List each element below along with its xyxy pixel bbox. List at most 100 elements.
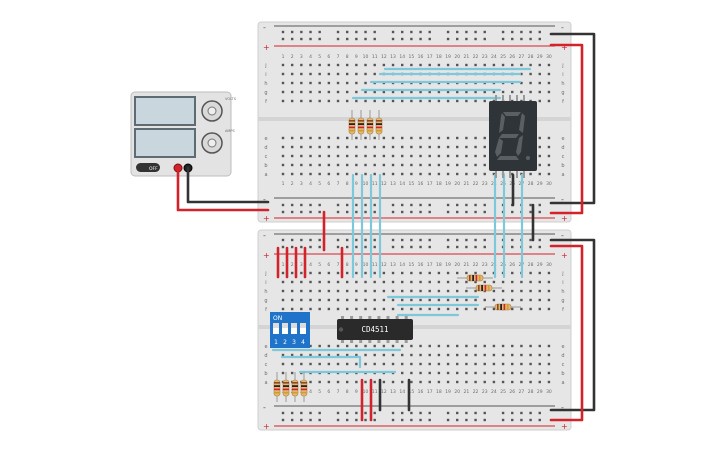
rail-hole[interactable] <box>511 238 514 242</box>
breadboard-hole[interactable] <box>501 371 505 375</box>
breadboard-hole[interactable] <box>300 280 303 284</box>
breadboard-hole[interactable] <box>336 344 340 348</box>
breadboard-hole[interactable] <box>327 163 331 167</box>
breadboard-hole[interactable] <box>281 99 285 103</box>
breadboard-hole[interactable] <box>318 154 321 158</box>
breadboard-hole[interactable] <box>364 344 367 348</box>
breadboard-hole[interactable] <box>437 362 441 366</box>
rail-hole[interactable] <box>309 30 312 34</box>
breadboard-hole[interactable] <box>465 298 468 302</box>
breadboard-hole[interactable] <box>520 353 523 357</box>
breadboard-hole[interactable] <box>529 380 532 384</box>
breadboard-hole[interactable] <box>345 380 349 384</box>
breadboard-hole[interactable] <box>327 298 331 302</box>
rail-hole[interactable] <box>373 37 376 41</box>
breadboard-hole[interactable] <box>355 271 358 275</box>
rail-hole[interactable] <box>410 411 413 415</box>
rail-hole[interactable] <box>419 418 422 422</box>
rail-hole[interactable] <box>355 418 358 422</box>
breadboard-hole[interactable] <box>547 344 551 348</box>
breadboard-hole[interactable] <box>318 145 321 149</box>
breadboard-hole[interactable] <box>428 172 431 176</box>
rail-hole[interactable] <box>456 411 459 415</box>
breadboard-hole[interactable] <box>373 307 376 311</box>
breadboard-hole[interactable] <box>300 362 303 366</box>
rail-hole[interactable] <box>300 30 303 34</box>
breadboard-hole[interactable] <box>538 154 541 158</box>
breadboard-hole[interactable] <box>410 344 413 348</box>
breadboard-hole[interactable] <box>446 371 450 375</box>
breadboard-hole[interactable] <box>355 289 358 293</box>
breadboard-hole[interactable] <box>465 362 468 366</box>
breadboard-hole[interactable] <box>520 307 523 311</box>
breadboard-hole[interactable] <box>309 307 312 311</box>
breadboard-hole[interactable] <box>364 307 367 311</box>
breadboard-hole[interactable] <box>437 172 441 176</box>
breadboard-hole[interactable] <box>309 362 312 366</box>
breadboard-hole[interactable] <box>547 371 551 375</box>
resistor[interactable] <box>357 110 365 140</box>
breadboard-hole[interactable] <box>355 344 358 348</box>
breadboard-hole[interactable] <box>318 280 321 284</box>
breadboard-hole[interactable] <box>446 145 450 149</box>
breadboard-hole[interactable] <box>456 362 459 366</box>
breadboard-hole[interactable] <box>327 271 331 275</box>
breadboard-hole[interactable] <box>428 353 431 357</box>
breadboard-hole[interactable] <box>465 145 468 149</box>
breadboard-hole[interactable] <box>391 271 395 275</box>
rail-hole[interactable] <box>300 411 303 415</box>
breadboard-hole[interactable] <box>492 380 496 384</box>
breadboard-hole[interactable] <box>529 371 532 375</box>
breadboard-hole[interactable] <box>456 289 459 293</box>
breadboard-hole[interactable] <box>290 172 294 176</box>
breadboard-hole[interactable] <box>465 99 468 103</box>
breadboard-hole[interactable] <box>355 163 358 167</box>
breadboard-hole[interactable] <box>492 344 496 348</box>
breadboard-hole[interactable] <box>529 90 532 94</box>
power-supply[interactable]: VOLTS AMPS OFF <box>130 91 237 177</box>
resistor[interactable] <box>366 110 374 140</box>
breadboard-hole[interactable] <box>446 154 450 158</box>
rail-hole[interactable] <box>456 238 459 242</box>
breadboard-hole[interactable] <box>529 81 532 85</box>
breadboard-hole[interactable] <box>373 136 376 140</box>
breadboard-hole[interactable] <box>364 90 367 94</box>
breadboard-hole[interactable] <box>391 298 395 302</box>
breadboard-hole[interactable] <box>428 380 431 384</box>
resistor[interactable] <box>466 284 502 292</box>
rail-hole[interactable] <box>483 37 486 41</box>
breadboard-hole[interactable] <box>345 163 349 167</box>
breadboard-hole[interactable] <box>465 154 468 158</box>
breadboard-hole[interactable] <box>290 280 294 284</box>
breadboard-hole[interactable] <box>290 99 294 103</box>
breadboard-hole[interactable] <box>336 307 340 311</box>
breadboard-hole[interactable] <box>501 362 505 366</box>
rail-hole[interactable] <box>446 30 450 34</box>
rail-hole[interactable] <box>446 238 450 242</box>
rail-hole[interactable] <box>538 203 541 207</box>
breadboard-hole[interactable] <box>345 172 349 176</box>
breadboard-hole[interactable] <box>364 298 367 302</box>
breadboard-hole[interactable] <box>547 271 551 275</box>
rail-hole[interactable] <box>364 411 367 415</box>
breadboard-hole[interactable] <box>300 271 303 275</box>
breadboard-hole[interactable] <box>382 136 386 140</box>
resistor[interactable] <box>348 110 356 140</box>
breadboard-hole[interactable] <box>465 280 468 284</box>
breadboard-hole[interactable] <box>547 362 551 366</box>
breadboard-hole[interactable] <box>428 90 431 94</box>
blue-wire[interactable] <box>280 355 362 369</box>
breadboard-hole[interactable] <box>364 81 367 85</box>
breadboard-hole[interactable] <box>483 380 486 384</box>
breadboard-hole[interactable] <box>520 289 523 293</box>
rail-hole[interactable] <box>290 30 294 34</box>
breadboard-hole[interactable] <box>446 280 450 284</box>
rail-hole[interactable] <box>336 411 340 415</box>
breadboard-hole[interactable] <box>529 344 532 348</box>
breadboard-top[interactable]: -+-+-+-+11223344556677889910101111121213… <box>257 21 572 223</box>
breadboard-hole[interactable] <box>327 145 331 149</box>
breadboard-hole[interactable] <box>547 63 551 67</box>
breadboard-hole[interactable] <box>391 307 395 311</box>
rail-hole[interactable] <box>520 411 523 415</box>
